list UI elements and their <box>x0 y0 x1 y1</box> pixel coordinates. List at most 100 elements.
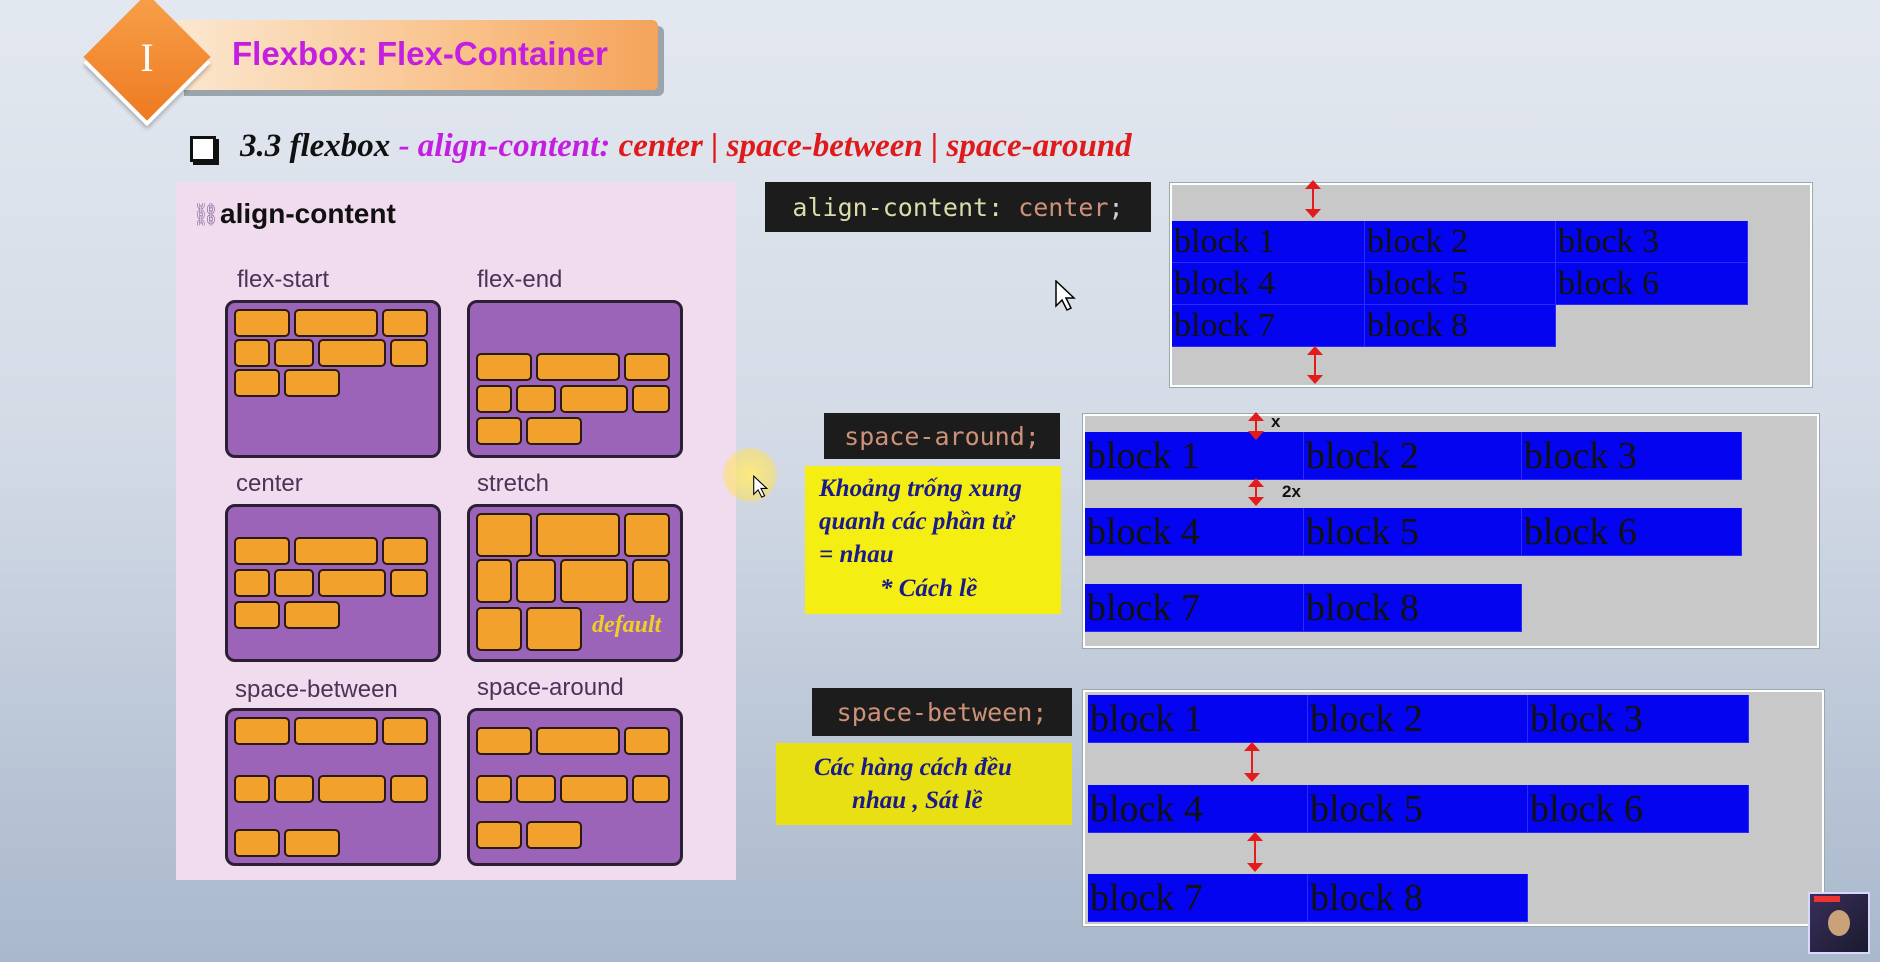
ref-brick <box>294 309 378 337</box>
gap-arrow-icon <box>1244 742 1260 782</box>
note-space-around: Khoảng trống xung quanh các phần tử = nh… <box>805 466 1061 614</box>
ref-brick <box>632 385 670 413</box>
block-8: block 8 <box>1304 584 1522 632</box>
mouse-cursor-icon <box>1055 280 1076 312</box>
ref-brick <box>624 353 670 381</box>
gap-2x-label: 2x <box>1282 482 1301 501</box>
block-5: block 5 <box>1308 785 1528 833</box>
ref-brick <box>318 775 386 803</box>
label-flex-end: flex-end <box>477 266 563 293</box>
ref-brick <box>274 569 314 597</box>
block-7: block 7 <box>1085 584 1304 632</box>
ref-brick <box>234 537 290 565</box>
ref-box-flex-end <box>467 300 683 458</box>
ref-brick <box>536 353 620 381</box>
code-value: center <box>1018 192 1109 222</box>
note-space-between: Các hàng cách đều nhau , Sát lề <box>776 743 1072 825</box>
avatar-badge <box>1814 896 1840 902</box>
block-5: block 5 <box>1365 263 1556 305</box>
ref-brick <box>476 775 512 803</box>
checkbox-bullet-icon <box>190 136 216 162</box>
ref-brick <box>274 339 314 367</box>
demo-space-between-container: block 1 block 2 block 3 block 4 block 5 … <box>1083 690 1824 926</box>
ref-brick <box>294 717 378 745</box>
ref-brick <box>390 339 428 367</box>
ref-brick <box>284 829 340 857</box>
note-line: nhau , Sát lề <box>852 787 983 814</box>
ref-brick <box>234 829 280 857</box>
ref-brick <box>476 353 532 381</box>
ref-brick <box>632 559 670 603</box>
ref-brick <box>234 569 270 597</box>
note-line: Khoảng trống xung <box>819 475 1022 502</box>
ref-brick <box>234 717 290 745</box>
gap-arrow-icon <box>1248 412 1264 440</box>
ref-box-space-between <box>225 708 441 866</box>
ref-brick <box>516 559 556 603</box>
code-prop: align-content: <box>792 192 1004 222</box>
channel-avatar[interactable] <box>1808 892 1870 954</box>
ref-brick <box>390 569 428 597</box>
label-space-around: space-around <box>477 674 624 701</box>
link-icon: ⛓ <box>192 202 220 227</box>
ref-brick <box>476 385 512 413</box>
ref-brick <box>382 309 428 337</box>
ref-box-stretch <box>467 504 683 662</box>
block-6: block 6 <box>1528 785 1749 833</box>
block-2: block 2 <box>1304 432 1522 480</box>
subtitle-part-3: center | space-between | space-around <box>618 128 1132 164</box>
ref-brick <box>536 727 620 755</box>
block-3: block 3 <box>1522 432 1742 480</box>
block-1: block 1 <box>1172 221 1365 263</box>
code-align-content-center: align-content: center; <box>765 182 1151 232</box>
block-4: block 4 <box>1088 785 1308 833</box>
gap-arrow-icon <box>1307 346 1323 384</box>
gap-x-label: x <box>1271 412 1281 431</box>
block-7: block 7 <box>1088 874 1308 922</box>
ref-box-flex-start <box>225 300 441 458</box>
ref-brick <box>632 775 670 803</box>
mouse-cursor-icon <box>753 475 769 498</box>
label-space-between: space-between <box>235 676 398 703</box>
ref-brick <box>536 513 620 557</box>
block-6: block 6 <box>1556 263 1748 305</box>
reference-heading: align-content <box>220 198 396 229</box>
code-space-around: space-around; <box>824 413 1060 459</box>
ref-brick <box>526 607 582 651</box>
ref-brick <box>476 559 512 603</box>
ref-brick <box>234 309 290 337</box>
ref-brick <box>382 717 428 745</box>
section-numeral: I <box>140 34 154 80</box>
ref-brick <box>624 513 670 557</box>
ref-brick <box>560 775 628 803</box>
gap-arrow-icon <box>1305 180 1321 218</box>
code-value: space-between; <box>836 697 1048 727</box>
ref-brick <box>294 537 378 565</box>
ref-brick <box>516 775 556 803</box>
block-7: block 7 <box>1172 305 1365 347</box>
block-1: block 1 <box>1085 432 1304 480</box>
ref-brick <box>382 537 428 565</box>
block-5: block 5 <box>1304 508 1522 556</box>
block-6: block 6 <box>1522 508 1742 556</box>
ref-brick <box>318 569 386 597</box>
avatar-face <box>1828 910 1850 936</box>
ref-brick <box>560 559 628 603</box>
ref-brick <box>476 607 522 651</box>
code-semicolon: ; <box>1108 192 1124 222</box>
ref-brick <box>318 339 386 367</box>
ref-brick <box>624 727 670 755</box>
ref-brick <box>516 385 556 413</box>
block-3: block 3 <box>1556 221 1748 263</box>
ref-brick <box>234 339 270 367</box>
note-line: quanh các phần tử <box>819 508 1014 535</box>
subtitle-part-2: - align-content: <box>390 128 619 164</box>
gap-arrow-icon <box>1247 832 1263 872</box>
ref-brick <box>234 775 270 803</box>
ref-brick <box>476 821 522 849</box>
gap-arrow-icon <box>1248 478 1264 506</box>
ref-brick <box>476 513 532 557</box>
block-4: block 4 <box>1172 263 1365 305</box>
label-center: center <box>236 470 303 497</box>
default-label: default <box>592 612 662 638</box>
